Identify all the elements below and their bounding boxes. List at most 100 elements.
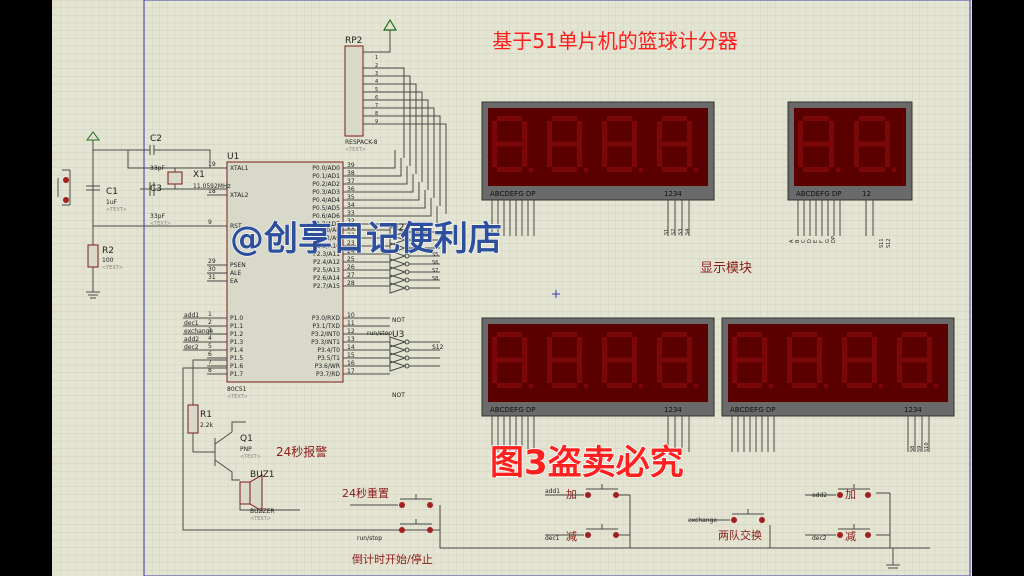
mcu-right-pin-name: P3.3/INT1 (311, 339, 340, 346)
mcu-left-pin-num: 4 (208, 335, 212, 342)
rp2-pin-num: 9 (375, 119, 378, 125)
q1-value: PNP (240, 446, 252, 453)
seven-segment-bar (602, 144, 607, 167)
mcu-right-pin-num: 17 (347, 368, 355, 375)
not-gate-icon (389, 274, 407, 286)
button-contact-icon (759, 517, 765, 523)
reset-circuit (57, 131, 227, 299)
mcu-right-pin-num: 12 (347, 328, 355, 335)
seven-segment-bar (798, 144, 803, 167)
seven-segment-bar (522, 121, 527, 144)
decimal-point (583, 383, 589, 389)
seven-segment-bar (732, 360, 737, 383)
not-gate-icon (389, 242, 407, 254)
mcu-left-pin-name: RST (230, 223, 242, 230)
rp2-pin-num: 3 (375, 71, 378, 77)
seven-segment-bar (522, 337, 527, 360)
s12-net: S12 (432, 344, 444, 351)
seven-segment-bar (787, 337, 792, 360)
p0-bus-wire (365, 158, 402, 177)
rp2-respack[interactable]: RP2 RESPACK-8 <TEXT> (344, 18, 398, 153)
pushbutton-actuator-icon (838, 524, 870, 530)
mcu-left-pin-name: PSEN (230, 262, 246, 269)
rp2-pin-num: 8 (375, 111, 378, 117)
button-contact-icon (427, 527, 433, 533)
not-gate-icon (389, 352, 407, 364)
display-net-label: DP (831, 236, 837, 243)
seven-segment-bar (792, 357, 817, 363)
mcu-right-pin-name: P0.5/AD5 (312, 205, 340, 212)
rp2-pin-num: 1 (375, 55, 378, 61)
mcu-right-pin-name: P2.5/A13 (313, 267, 340, 274)
mcu-body (226, 161, 344, 383)
c2-value: 33pF (150, 165, 165, 172)
decimal-point (693, 167, 699, 173)
seven-segment-bar (662, 357, 687, 363)
button-contact-icon (837, 492, 843, 498)
mcu-right-pin-num: 36 (347, 186, 355, 193)
seven-segment-bar (847, 332, 872, 337)
watermark-user: @创享日记便利店 (230, 219, 502, 259)
mcu-right-pin-num: 16 (347, 360, 355, 367)
u3-ref: U3 (392, 330, 404, 340)
mcu-left-pin-num: 6 (208, 351, 212, 358)
mcu-model: 80C51 (227, 386, 247, 393)
btn-dec1-net: dec1 (545, 535, 560, 542)
mcu-80c51[interactable]: U1 80C51 <TEXT> (226, 152, 344, 400)
seven-segment-bar (662, 116, 687, 121)
btn-add2-net: add2 (812, 492, 827, 499)
seven-segment-bar (657, 121, 662, 144)
p1-net-label: add1 (184, 312, 199, 319)
mcu-left-pin-name: P1.5 (230, 355, 243, 362)
mcu-left-pin-name: P1.6 (230, 363, 243, 370)
seven-segment-bar (602, 360, 607, 383)
p1-net-label: add2 (184, 336, 199, 343)
rp2-ref: RP2 (345, 36, 362, 46)
mcu-right-pin-name: P3.6/WR (315, 363, 340, 370)
display-segment-label: ABCDEFG DP (796, 190, 841, 198)
schematic-title: 基于51单片机的篮球计分器 (492, 29, 737, 53)
seven-segment-bar (762, 360, 767, 383)
pushbutton-actuator-icon (586, 524, 618, 530)
startstop-label: 倒计时开始/停止 (352, 552, 433, 566)
mcu-right-pin-name: P0.1/AD1 (312, 173, 340, 180)
seven-segment-bar (829, 144, 834, 167)
seven-segment-bar (547, 144, 552, 167)
reset24-label: 24秒重置 (342, 486, 389, 500)
p0-bus-wire (365, 198, 432, 217)
seven-segment-bar (847, 357, 872, 363)
seven-segment-bar (927, 337, 932, 360)
seven-segment-bar (497, 141, 522, 147)
mcu-left-pin-name: P1.2 (230, 331, 243, 338)
display-net-label: S4 (685, 229, 691, 235)
mcu-right-pin-name: P0.7/AD7 (312, 221, 340, 228)
seven-segment-bar (602, 121, 607, 144)
mcu-right-pin-name: P0.3/AD3 (312, 189, 340, 196)
add-label-1: 加 (566, 488, 577, 501)
mcu-left-pin-num: 8 (208, 367, 212, 374)
mcu-right-pin-num: 10 (347, 312, 355, 319)
mcu-right-pin-num: 24 (347, 248, 355, 255)
display-net-label: S8 (910, 446, 916, 452)
seven-segment-bar (787, 360, 792, 383)
seven-segment-bar (859, 167, 885, 172)
mcu-right-pin-num: 21 (347, 224, 355, 231)
display-net-label: F (819, 240, 825, 243)
rp2-wire (363, 67, 405, 158)
display-net-label: S11 (879, 238, 885, 248)
seven-segment-bar (497, 167, 522, 172)
mcu-right-pin-name: P0.2/AD2 (312, 181, 340, 188)
mcu-left-pin-num: 30 (208, 266, 216, 273)
seven-segment-bar (577, 360, 582, 383)
not-gate-icon (389, 336, 407, 348)
x1-value: 11.0592MHz (193, 183, 231, 190)
seven-segment-bar (792, 383, 817, 388)
display-net-label: S2 (671, 229, 677, 235)
display-net-label: S12 (886, 238, 892, 248)
rp2-pin-num: 4 (375, 79, 378, 85)
seven-segment-bar (552, 357, 577, 363)
seven-segment-bar (607, 383, 632, 388)
mcu-right-pin-name: P2.4/A12 (313, 259, 340, 266)
q1-text: <TEXT> (240, 454, 261, 460)
